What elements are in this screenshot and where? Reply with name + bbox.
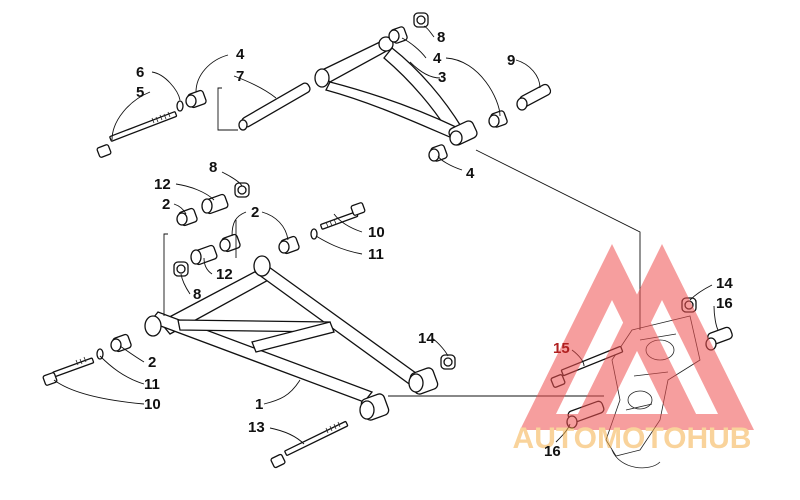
bolt-13 <box>270 420 349 469</box>
callout-4-lower: 4 <box>466 165 475 182</box>
leader-lines <box>53 25 719 445</box>
bushing-left-upper <box>185 89 207 109</box>
callout-8-top: 8 <box>437 29 445 46</box>
bushing-2-right <box>278 235 300 255</box>
nut-top <box>413 12 429 28</box>
callout-3: 3 <box>438 69 446 86</box>
callout-2-lower: 2 <box>148 354 156 371</box>
callout-11-upper: 11 <box>368 246 384 263</box>
callouts: 6 5 4 7 8 4 3 9 4 8 12 2 2 10 11 12 8 2 … <box>136 29 733 460</box>
callout-12-lower: 12 <box>216 266 233 283</box>
washer-6 <box>176 100 184 112</box>
callout-13: 13 <box>248 419 265 436</box>
callout-16-lower: 16 <box>544 443 561 460</box>
spacer-12-upper <box>201 193 229 215</box>
nut-8-upper <box>234 182 250 198</box>
washer-11-upper <box>310 228 318 240</box>
callout-8-lower: 8 <box>193 286 201 303</box>
assembly-bracket-upper <box>217 87 238 131</box>
nut-8-lower <box>173 261 189 277</box>
nut-14-lower <box>440 354 456 370</box>
callout-16-right: 16 <box>716 295 733 312</box>
bushing-top-right <box>388 26 408 44</box>
callout-5: 5 <box>136 84 144 101</box>
bushing-2-mid <box>219 233 241 253</box>
callout-2-mid: 2 <box>251 204 259 221</box>
callout-14-lower: 14 <box>418 330 435 347</box>
watermark-text: AUTOMOTOHUB <box>513 422 752 455</box>
upper-a-arm-assembly <box>96 12 552 162</box>
spacer-12-lower <box>190 244 218 266</box>
assembly-bracket-lower-left <box>163 233 168 316</box>
pivot-pin-7 <box>238 82 311 131</box>
lower-a-arm-assembly <box>42 182 456 469</box>
callout-15: 15 <box>553 340 570 357</box>
bushing-lower <box>428 144 448 162</box>
bolt-5 <box>96 111 178 158</box>
bolt-10-lower <box>42 356 95 386</box>
callout-1: 1 <box>255 396 263 413</box>
watermark-triangle-right <box>570 244 754 430</box>
watermark-logo: AUTOMOTOHUB <box>513 244 754 455</box>
callout-6: 6 <box>136 64 144 81</box>
callout-2-upper: 2 <box>162 196 170 213</box>
watermark-triangle-left <box>520 244 704 430</box>
washer-11-lower <box>96 348 104 360</box>
callout-9: 9 <box>507 52 515 69</box>
bushing-mid-right <box>488 110 508 128</box>
callout-14-right: 14 <box>716 275 733 292</box>
callout-10-upper: 10 <box>368 224 385 241</box>
upper-a-arm <box>314 36 478 146</box>
callout-7: 7 <box>236 68 244 85</box>
callout-11-lower: 11 <box>144 376 160 393</box>
bushing-2-upper <box>176 207 198 227</box>
callout-8-upper-cluster: 8 <box>209 159 217 176</box>
bolt-10-upper <box>320 202 366 230</box>
callout-4-left: 4 <box>236 46 245 63</box>
bushing-2-lower-left <box>110 333 132 353</box>
callout-10-lower: 10 <box>144 396 161 413</box>
pivot-pin-9 <box>516 83 552 111</box>
lower-arm-front-bushing <box>359 393 390 421</box>
lower-arm-rear-bushing <box>408 367 439 395</box>
callout-12-upper: 12 <box>154 176 171 193</box>
callout-4-top: 4 <box>433 50 442 67</box>
